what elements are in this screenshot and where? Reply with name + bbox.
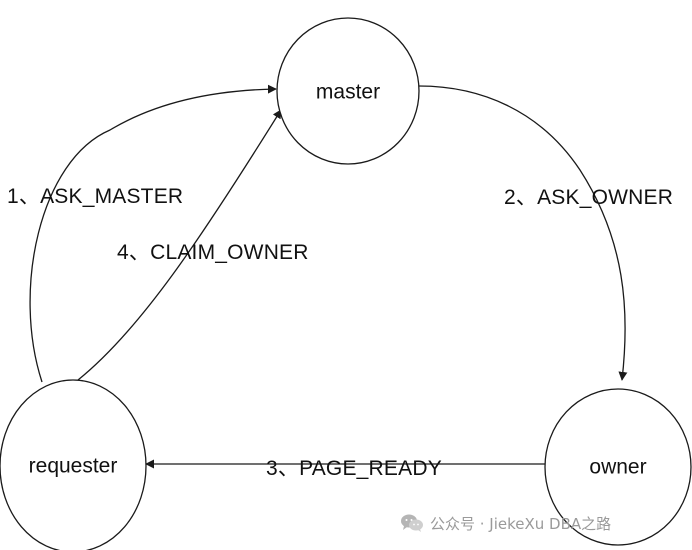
edge-label-ask-owner: 2、ASK_OWNER [504,186,673,209]
wechat-icon [401,514,423,532]
node-master-label: master [316,81,380,104]
edge-label-page-ready: 3、PAGE_READY [266,457,442,480]
edge-ask-master [29,84,277,383]
watermark: 公众号 · JiekeXu DBA之路 [400,510,611,536]
edge-label-ask-master: 1、ASK_MASTER [7,185,183,208]
edge-label-claim-owner: 4、CLAIM_OWNER [117,241,309,264]
node-requester: requester [0,379,147,550]
edge-claim-owner [77,109,282,381]
edge-ask-owner [418,85,628,381]
node-owner-label: owner [589,456,646,479]
watermark-text: 公众号 · JiekeXu DBA之路 [430,514,612,533]
node-owner: owner [544,388,692,546]
node-master: master [276,17,420,165]
node-requester-label: requester [29,455,118,478]
